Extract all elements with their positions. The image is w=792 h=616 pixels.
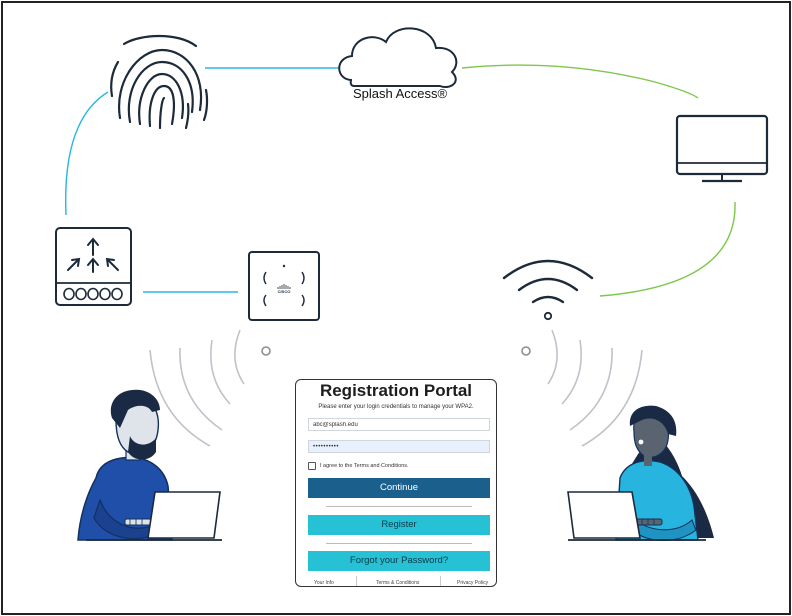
cloud-icon (338, 27, 458, 88)
portal-subtitle: Please enter your login credentials to m… (318, 404, 474, 410)
terms-link[interactable]: Terms & Conditions (376, 580, 420, 586)
email-field[interactable] (308, 418, 490, 431)
portal-title: Registration Portal (319, 381, 473, 400)
line-monitor-wifi (599, 201, 736, 297)
line-cloud-monitor (461, 64, 699, 99)
cloud-label: Splash Access® (352, 86, 448, 101)
footer-divider (440, 576, 441, 586)
fingerprint-icon (110, 35, 209, 130)
signal-arcs-left (149, 329, 271, 447)
register-button[interactable]: Register (308, 515, 490, 535)
signal-arcs-right (521, 329, 643, 447)
divider (326, 506, 472, 507)
privacy-link[interactable]: Privacy Policy (457, 580, 489, 586)
connection-lines (64, 64, 736, 297)
person-left (77, 389, 222, 541)
password-field[interactable] (308, 440, 490, 453)
registration-portal: Registration Portal Please enter your lo… (295, 379, 497, 587)
divider (326, 543, 472, 544)
portal-footer: Your Info Terms & Conditions Privacy Pol… (296, 576, 496, 586)
person-right (567, 405, 714, 541)
footer-divider (356, 576, 357, 586)
forgot-password-button[interactable]: Forgot your Password? (308, 551, 490, 571)
monitor-icon (675, 114, 769, 183)
continue-button[interactable]: Continue (308, 478, 490, 498)
agree-label: I agree to the Terms and Conditions. (320, 463, 409, 469)
access-point-icon: CISCO (248, 251, 320, 321)
agree-checkbox[interactable] (308, 462, 316, 470)
svg-text:CISCO: CISCO (278, 289, 291, 294)
wifi-icon (502, 259, 594, 321)
line-fingerprint-switch (64, 91, 109, 216)
your-info-link[interactable]: Your Info (314, 580, 334, 586)
network-switch-icon (55, 227, 132, 306)
